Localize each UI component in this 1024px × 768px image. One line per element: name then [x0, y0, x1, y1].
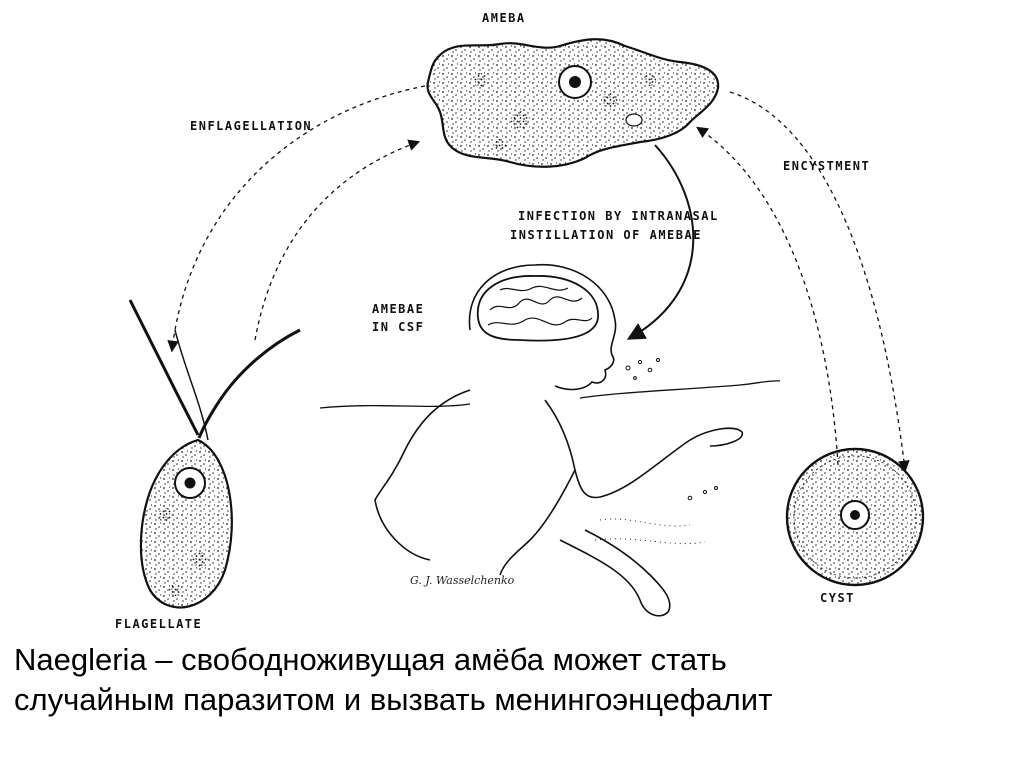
ameba-illustration	[426, 38, 720, 168]
infection-arrow	[626, 144, 695, 340]
flagellate-label: FLAGELLATE	[115, 617, 202, 630]
caption-line-2: случайным паразитом и вызвать менингоэнц…	[14, 682, 773, 717]
enflagellation-label: ENFLAGELLATION	[190, 119, 312, 133]
csf-label-line1: AMEBAE	[372, 302, 424, 316]
encystment-arrow-up	[696, 126, 839, 466]
caption: Naegleria – свободноживущая амёба может …	[14, 640, 1014, 720]
swimmer-head	[468, 264, 617, 391]
cyst-label: CYST	[820, 591, 855, 605]
brain-outline	[477, 275, 599, 342]
infection-label-line1: INFECTION BY INTRANASAL	[518, 209, 719, 223]
encystment-label: ENCYSTMENT	[783, 159, 870, 173]
ameba-label: AMEBA	[482, 11, 526, 25]
csf-label-line2: IN CSF	[372, 320, 424, 334]
life-cycle-diagram: AMEBA ENFLAGELLATION ENCYSTMENT INFECTIO…	[115, 11, 925, 630]
swimmer-lower-arm	[559, 529, 671, 617]
swimmer-illustration	[319, 264, 781, 617]
cyst-illustration	[785, 447, 925, 587]
enflagellation-arrow-down	[167, 85, 426, 353]
infection-label-line2: INSTILLATION OF AMEBAE	[510, 228, 702, 242]
flagellate-illustration	[128, 299, 301, 609]
enflagellation-arrow-up	[254, 139, 421, 341]
caption-line-1: Naegleria – свободноживущая амёба может …	[14, 642, 727, 677]
bubbles	[625, 358, 718, 501]
water-surface	[319, 380, 781, 409]
artist-signature: G. J. Wasselchenko	[410, 574, 515, 587]
encystment-arrow-down	[729, 91, 910, 473]
